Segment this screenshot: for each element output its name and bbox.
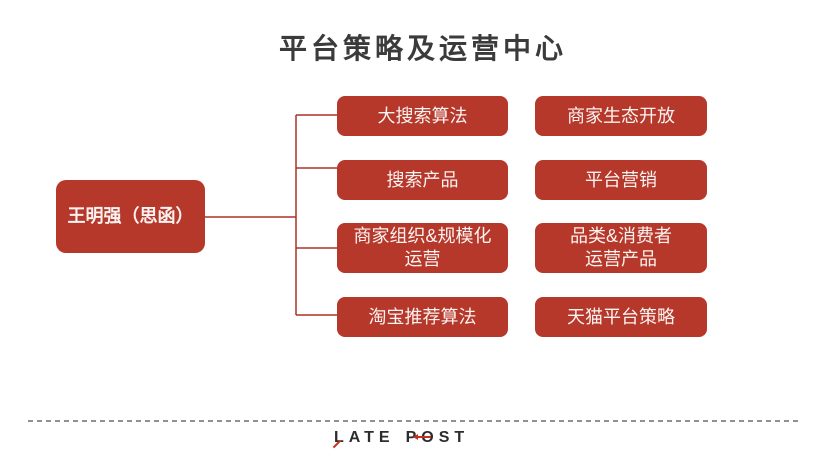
dept-box-search-product: 搜索产品	[337, 160, 508, 200]
dept-box-platform-marketing: 平台营销	[535, 160, 707, 200]
logo-word-late: LATE	[334, 429, 395, 446]
page-title: 平台策略及运营中心	[278, 33, 568, 64]
dept-box-merchant-org-scale-ops: 商家组织&规模化 运营	[337, 223, 508, 273]
dept-box-merchant-ecosystem-open: 商家生态开放	[535, 96, 707, 136]
latepost-logo: LATE POST	[332, 429, 470, 449]
logo-clock-hand-o-icon	[413, 434, 431, 440]
dept-box-tmall-platform-strategy: 天猫平台策略	[535, 297, 707, 337]
dept-box-category-consumer-ops-product: 品类&消费者 运营产品	[535, 223, 707, 273]
dashed-divider	[28, 420, 802, 422]
dept-box-big-search-algorithm: 大搜索算法	[337, 96, 508, 136]
leader-box: 王明强（思函）	[56, 180, 205, 253]
logo-word-post: POST	[405, 429, 470, 446]
dept-box-taobao-recommendation-algorithm: 淘宝推荐算法	[337, 297, 508, 337]
